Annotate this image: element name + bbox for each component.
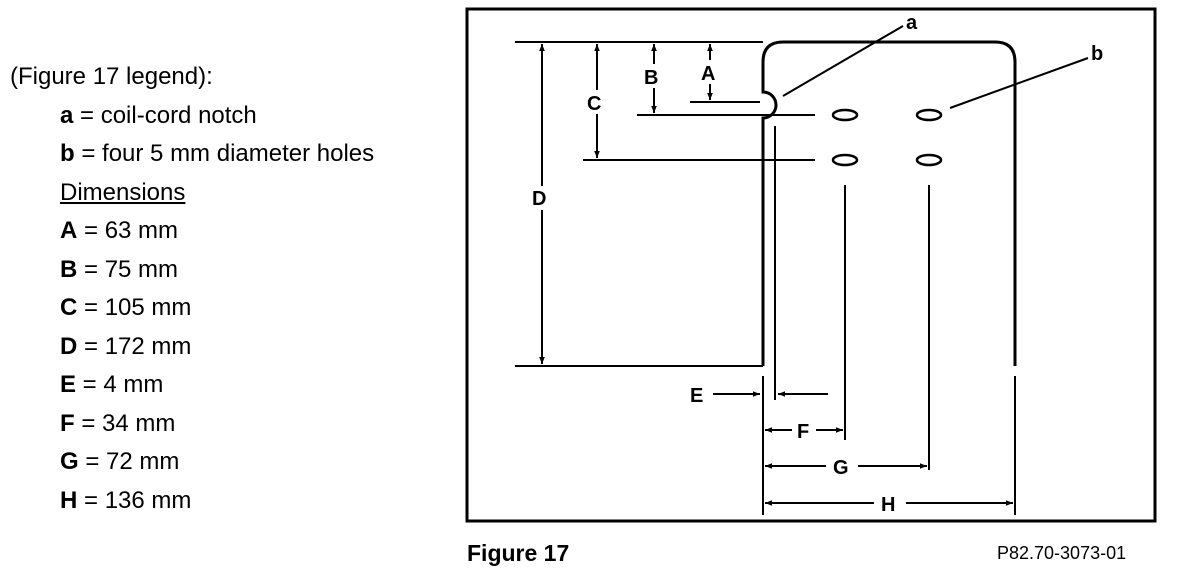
dimension-key: G bbox=[60, 448, 79, 475]
dimension-value: = 4 mm bbox=[76, 371, 164, 398]
legend-text: = four 5 mm diameter holes bbox=[74, 140, 375, 167]
dimension-B-label: B bbox=[644, 67, 658, 89]
label-bg bbox=[874, 491, 906, 515]
dimension-B: B = 75 mm bbox=[10, 251, 374, 290]
label-bg bbox=[643, 64, 665, 88]
hole-icon bbox=[915, 108, 943, 122]
callout-a-label: a bbox=[906, 12, 918, 34]
dimension-A: A = 63 mm bbox=[10, 212, 374, 251]
dimension-value: = 75 mm bbox=[77, 255, 179, 283]
dimension-key: F bbox=[60, 409, 75, 437]
callout-b-label: b bbox=[1091, 43, 1103, 65]
dimension-key: D bbox=[60, 332, 78, 360]
dimension-D: D = 172 mm bbox=[10, 328, 374, 367]
dimension-H: H = 136 mm bbox=[10, 482, 374, 521]
dimension-key: E bbox=[60, 371, 77, 398]
dimension-H-label: H bbox=[881, 494, 895, 516]
hole-icon bbox=[831, 108, 859, 122]
dimension-D-label: D bbox=[532, 188, 546, 210]
dimensions-title: Dimensions bbox=[60, 178, 186, 206]
dimension-F: F = 34 mm bbox=[10, 405, 374, 444]
dimension-G: G = 72 mm bbox=[10, 443, 374, 482]
dimension-value: = 63 mm bbox=[77, 217, 179, 244]
dimension-value: = 34 mm bbox=[74, 409, 176, 437]
dimension-F-label: F bbox=[797, 421, 809, 443]
legend-item-b: b = four 5 mm diameter holes bbox=[10, 135, 374, 174]
callout-a-leader bbox=[782, 25, 904, 97]
figure-caption: Figure 17 bbox=[467, 540, 570, 566]
label-bg bbox=[792, 418, 816, 442]
dimension-key: B bbox=[60, 255, 78, 283]
dimension-E: E = 4 mm bbox=[10, 366, 374, 405]
label-bg bbox=[586, 90, 608, 114]
plate-outline bbox=[761, 40, 1017, 366]
figure-code: P82.70-3073-01 bbox=[997, 543, 1127, 563]
label-bg bbox=[531, 186, 553, 210]
figure-legend: (Figure 17 legend): a = coil-cord notch … bbox=[10, 58, 374, 520]
dimension-E-label: E bbox=[690, 385, 703, 407]
legend-key: b bbox=[60, 140, 75, 167]
legend-item-a: a = coil-cord notch bbox=[10, 97, 374, 136]
dimension-A-label: A bbox=[701, 63, 715, 85]
callout-b-leader bbox=[949, 57, 1089, 109]
hole-icon bbox=[915, 153, 943, 167]
label-bg bbox=[700, 60, 720, 84]
dimension-value: = 72 mm bbox=[78, 448, 180, 475]
dimension-value: = 105 mm bbox=[77, 294, 192, 321]
legend-key: a bbox=[60, 101, 74, 129]
legend-text: = coil-cord notch bbox=[73, 101, 257, 129]
dimension-key: A bbox=[60, 217, 78, 244]
dimension-C: C = 105 mm bbox=[10, 289, 374, 328]
dimension-value: = 172 mm bbox=[77, 332, 192, 360]
label-bg bbox=[826, 454, 858, 478]
dimension-key: C bbox=[60, 294, 78, 321]
dimension-C-label: C bbox=[587, 93, 601, 115]
dimension-G-label: G bbox=[833, 457, 849, 479]
hole-icon bbox=[831, 153, 859, 167]
dimension-value: = 136 mm bbox=[77, 486, 192, 514]
dimension-key: H bbox=[60, 486, 78, 514]
legend-heading: (Figure 17 legend): bbox=[10, 63, 213, 90]
figure-frame bbox=[465, 7, 1157, 523]
